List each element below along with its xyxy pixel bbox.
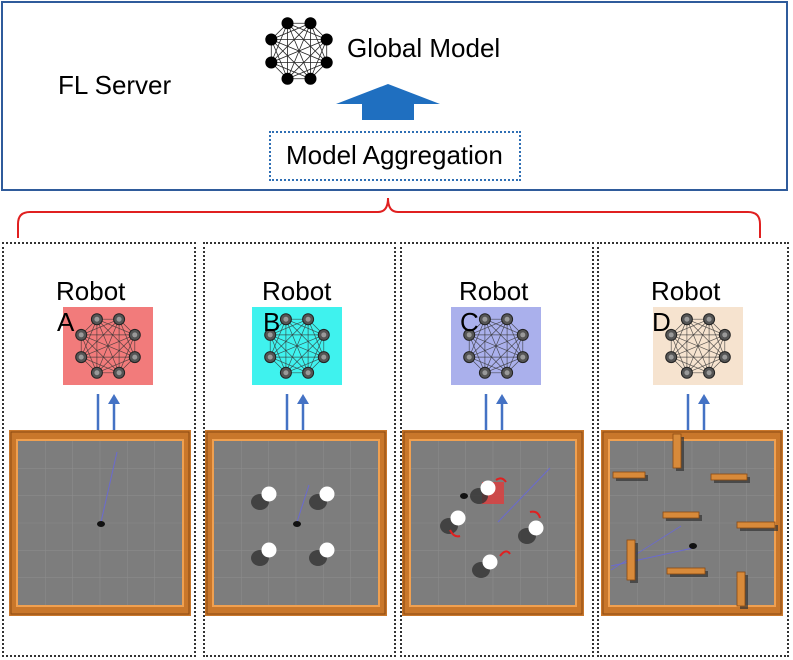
robot-label: Robot — [56, 276, 126, 306]
simulation-arena — [601, 430, 783, 616]
robot-panel — [400, 242, 594, 657]
global-model-network-icon — [265, 17, 333, 85]
robot-panel — [2, 242, 196, 657]
robot-label: Robot — [459, 276, 529, 306]
local-model-network-icon — [451, 307, 541, 385]
simulation-arena — [205, 430, 387, 616]
global-model-label: Global Model — [347, 33, 501, 63]
robot-panel — [203, 242, 396, 657]
robot-id-label: D — [652, 307, 671, 337]
fl-server-label: FL Server — [58, 70, 172, 100]
local-model-network-icon — [653, 307, 743, 385]
local-model-network-icon — [252, 307, 342, 385]
local-model-network-icon — [63, 307, 153, 385]
simulation-arena — [9, 430, 191, 616]
robot-id-label: C — [460, 307, 479, 337]
robot-id-label: A — [57, 307, 75, 337]
robot-id-label: B — [263, 307, 281, 337]
model-aggregation-label: Model Aggregation — [286, 140, 503, 170]
up-arrow-icon — [336, 84, 440, 120]
robot-label: Robot — [262, 276, 332, 306]
curly-brace-icon — [17, 197, 761, 238]
fl-server-box — [1, 1, 788, 191]
simulation-arena — [402, 430, 584, 616]
robot-label: Robot — [651, 276, 721, 306]
model-aggregation-box — [269, 131, 521, 181]
robot-panel — [597, 242, 789, 657]
